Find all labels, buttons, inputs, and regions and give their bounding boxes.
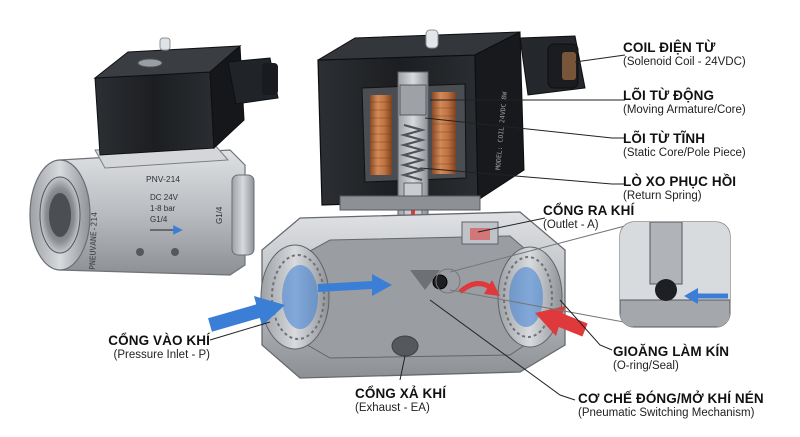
callout-inlet-title: CỔNG VÀO KHÍ	[108, 333, 210, 348]
callout-mechanism-title: CƠ CHẾ ĐÓNG/MỞ KHÍ NÉN	[578, 391, 764, 406]
callout-outlet-sub: (Outlet - A)	[543, 218, 599, 231]
voltage-marking: DC 24V	[150, 193, 179, 202]
side-port-marking: G1/4	[215, 206, 224, 224]
callout-outlet: CỔNG RA KHÍ (Outlet - A)	[543, 203, 634, 232]
cutaway-valve: MODEL: COIL 24VDC 8W	[260, 29, 586, 379]
callout-static-core-sub: (Static Core/Pole Piece)	[623, 146, 746, 159]
callout-seal-title: GIOĂNG LÀM KÍN	[613, 344, 730, 359]
brand-marking: PNEUVANE-214	[88, 212, 99, 270]
callout-static-core: LÕI TỪ TĨNH (Static Core/Pole Piece)	[623, 131, 746, 160]
callout-coil-sub: (Solenoid Coil - 24VDC)	[623, 55, 746, 68]
seal-detail-inset	[435, 221, 731, 328]
pressure-marking: 1-8 bar	[150, 204, 176, 213]
callout-armature-sub: (Moving Armature/Core)	[623, 103, 746, 116]
callout-exhaust: CỔNG XẢ KHÍ (Exhaust - EA)	[355, 386, 446, 415]
callout-inlet: CỔNG VÀO KHÍ (Pressure Inlet - P)	[60, 333, 210, 362]
callout-spring-title: LÒ XO PHỤC HỒI	[623, 174, 737, 189]
callout-mechanism-sub: (Pneumatic Switching Mechanism)	[578, 406, 755, 419]
port-marking: G1/4	[150, 215, 168, 224]
callout-seal-sub: (O-ring/Seal)	[613, 359, 679, 372]
model-marking: PNV-214	[146, 174, 180, 184]
callout-seal: GIOĂNG LÀM KÍN (O-ring/Seal)	[613, 344, 729, 373]
callout-mechanism: CƠ CHẾ ĐÓNG/MỞ KHÍ NÉN (Pneumatic Switch…	[578, 391, 764, 420]
callout-exhaust-sub: (Exhaust - EA)	[355, 401, 430, 414]
callout-static-core-title: LÕI TỪ TĨNH	[623, 131, 706, 146]
callout-outlet-title: CỔNG RA KHÍ	[543, 203, 635, 218]
inlet-arrow	[208, 296, 285, 332]
leader-lines	[209, 54, 626, 401]
external-valve: PNEUVANE-214 PNV-214 DC 24V 1-8 bar G1/4…	[29, 37, 279, 276]
callout-armature: LÕI TỪ ĐỘNG (Moving Armature/Core)	[623, 88, 746, 117]
callout-spring-sub: (Return Spring)	[623, 189, 702, 202]
callout-exhaust-title: CỔNG XẢ KHÍ	[355, 386, 447, 401]
callout-inlet-sub: (Pressure Inlet - P)	[113, 348, 211, 361]
callout-armature-title: LÕI TỪ ĐỘNG	[623, 88, 715, 103]
callout-coil: COIL ĐIỆN TỪ (Solenoid Coil - 24VDC)	[623, 40, 746, 69]
callout-spring: LÒ XO PHỤC HỒI (Return Spring)	[623, 174, 736, 203]
callout-coil-title: COIL ĐIỆN TỪ	[623, 40, 716, 55]
outlet-arrow	[535, 306, 588, 337]
